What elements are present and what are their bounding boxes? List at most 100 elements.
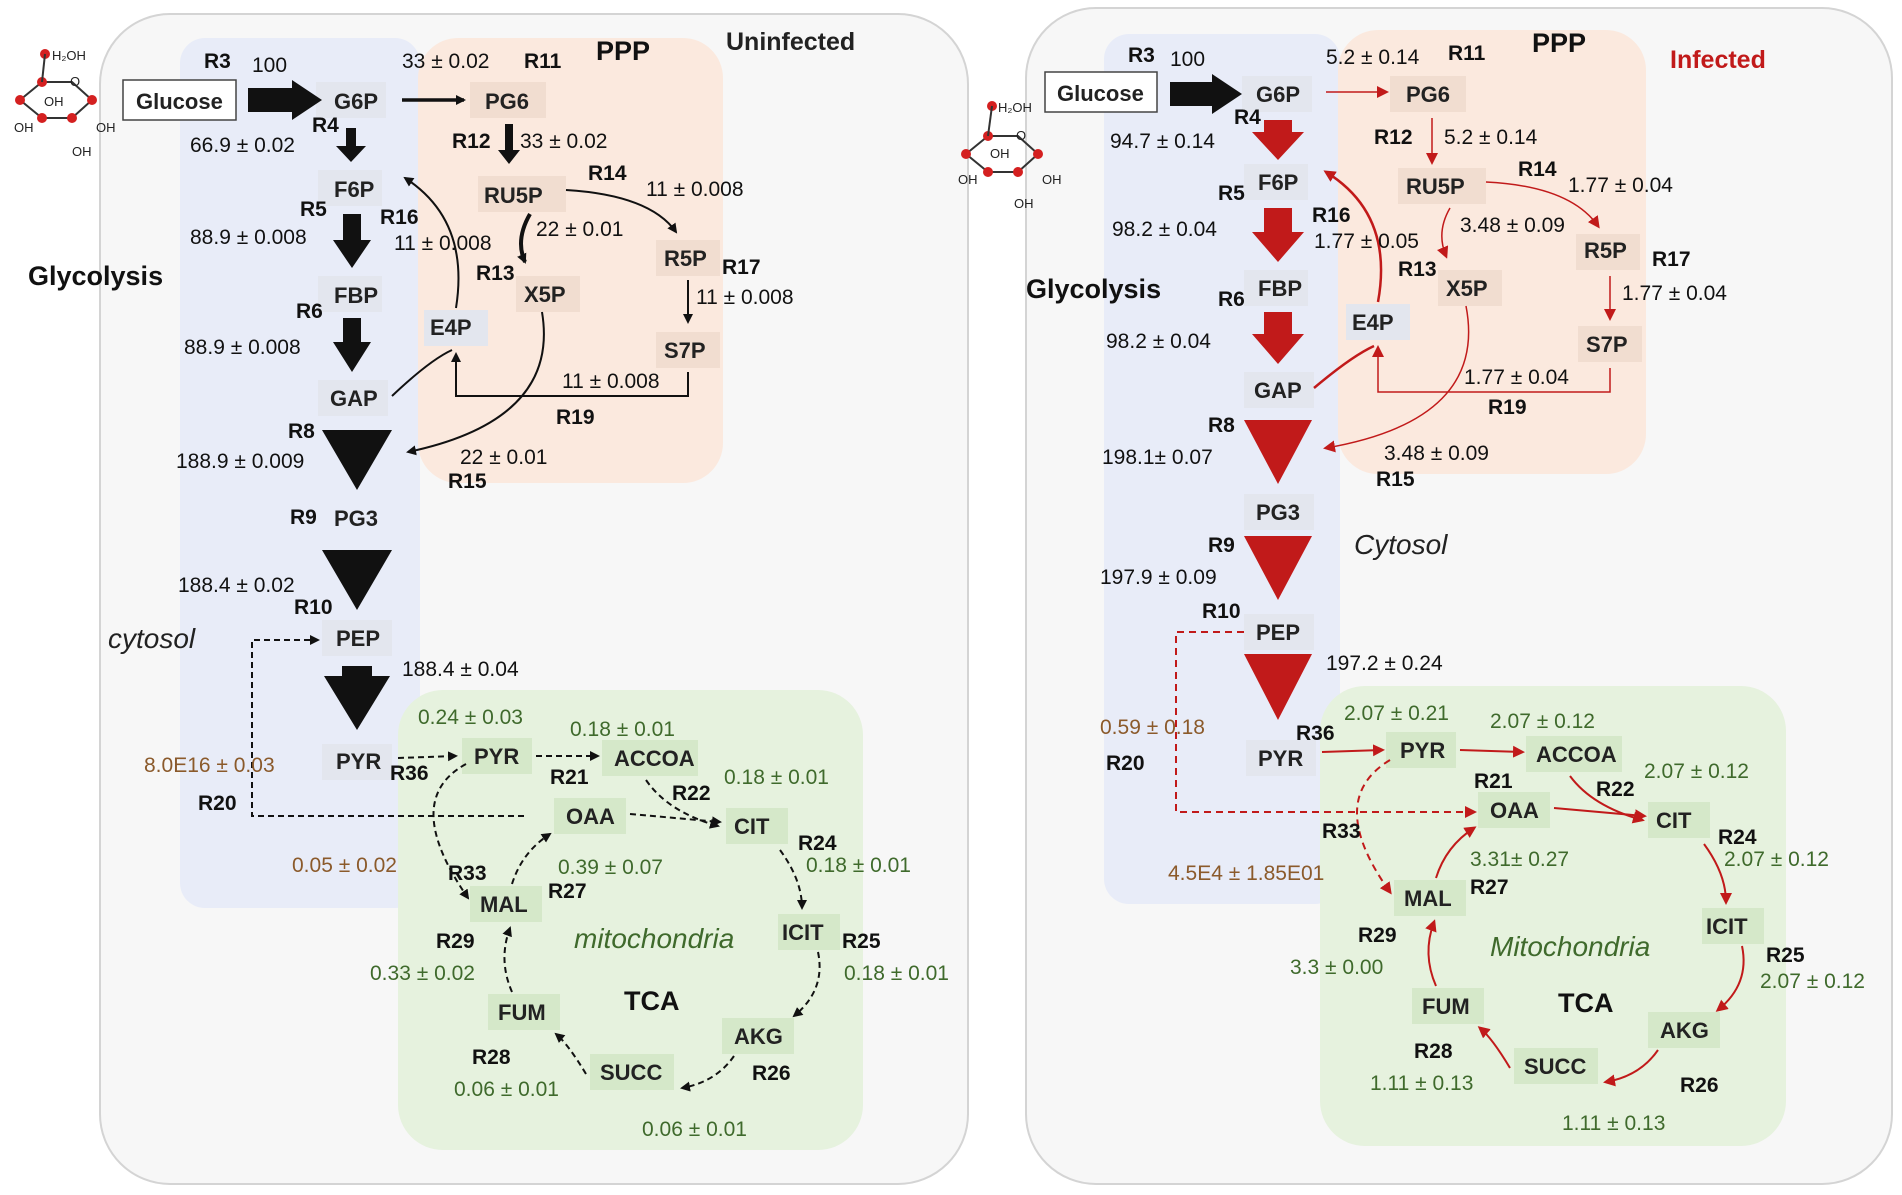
glucose-ch2oh-label: H₂OH <box>52 48 86 63</box>
arrow-r3 <box>1170 74 1242 114</box>
flux-value: 5.2 ± 0.14 <box>1326 46 1420 69</box>
flux-value: 0.18 ± 0.01 <box>724 766 829 789</box>
flux-value: 88.9 ± 0.008 <box>190 226 307 249</box>
flux-value: 188.4 ± 0.02 <box>178 574 295 597</box>
glucose-structure-icon: H₂OH O OH OH OH OH <box>14 48 116 159</box>
arrow-r22 <box>645 779 720 829</box>
reaction-label: R15 <box>1376 468 1415 491</box>
glucose-box <box>122 79 237 121</box>
flux-value: 3.48 ± 0.09 <box>1384 442 1489 465</box>
flux-value: 94.7 ± 0.14 <box>1110 130 1215 153</box>
arrow-r26 <box>1603 1049 1659 1087</box>
arrow-r26 <box>680 1055 735 1092</box>
flux-value: 1.77 ± 0.04 <box>1568 174 1673 197</box>
flux-value: 1.11 ± 0.13 <box>1562 1112 1665 1135</box>
metabolite-ru5p: RU5P <box>484 183 543 208</box>
reaction-label: R24 <box>798 832 837 855</box>
arrow-r29 <box>1425 919 1437 987</box>
arrow-r20 <box>251 635 524 817</box>
metabolite-mal: MAL <box>480 892 528 917</box>
arrow-r19 <box>451 352 689 397</box>
flux-value: 8.0E16 ± 0.03 <box>144 754 275 777</box>
glucose-label: Glucose <box>136 89 223 114</box>
arrow-r20 <box>1175 631 1477 818</box>
glucose-oh-label: OH <box>1014 196 1034 211</box>
glucose-label: Glucose <box>1057 81 1144 106</box>
panel-title: Uninfected <box>726 28 855 56</box>
tca-label: TCA <box>1558 988 1614 1018</box>
flux-value: 0.24 ± 0.03 <box>418 706 523 729</box>
glucose-oh-label: OH <box>72 144 92 159</box>
flux-value: 33 ± 0.02 <box>520 130 607 153</box>
reaction-label: R26 <box>1680 1074 1719 1097</box>
reaction-label: R36 <box>1296 722 1335 745</box>
glycolysis-label: Glycolysis <box>28 261 163 291</box>
reaction-label: R20 <box>1106 752 1145 775</box>
ppp-region <box>418 38 723 483</box>
arrow-r36 <box>1321 744 1385 757</box>
reaction-label: R19 <box>556 406 595 429</box>
metabolite-oaa: OAA <box>566 804 615 829</box>
flux-value: 0.05 ± 0.02 <box>292 854 397 877</box>
reaction-label: R13 <box>1398 258 1437 281</box>
reaction-label: R26 <box>752 1062 791 1085</box>
flux-value: 33 ± 0.02 <box>402 50 489 73</box>
metabolite-icit: ICIT <box>782 920 824 945</box>
flux-value: 11 ± 0.008 <box>646 178 744 201</box>
metabolite-pep: PEP <box>336 626 380 651</box>
metabolite-mal: MAL <box>1404 886 1452 911</box>
flux-value: 100 <box>252 54 287 77</box>
arrow-oaa-cit <box>629 813 722 827</box>
glucose-oh-label: OH <box>958 172 978 187</box>
metabolite-s7p: S7P <box>1586 332 1628 357</box>
arrow-r33 <box>1356 759 1392 895</box>
metabolite-gap: GAP <box>1254 378 1302 403</box>
reaction-label: R22 <box>672 782 711 805</box>
ppp-region <box>1338 30 1646 474</box>
reaction-label: R4 <box>1234 106 1261 129</box>
arrow-gap-e4p <box>391 349 453 397</box>
reaction-label: R10 <box>294 596 333 619</box>
reaction-label: R9 <box>290 506 317 529</box>
metabolite-pg3: PG3 <box>1256 500 1300 525</box>
metabolite-pg6: PG6 <box>485 89 529 114</box>
metabolite-fbp: FBP <box>334 283 378 308</box>
reaction-label: R16 <box>1312 204 1351 227</box>
reaction-label: R20 <box>198 792 237 815</box>
arrow-pyr-accoa <box>1459 745 1525 758</box>
flux-value: 0.18 ± 0.01 <box>806 854 911 877</box>
panel-uninfected: H₂OH O OH OH OH OH Glucose Uninfected PP… <box>14 13 969 1185</box>
flux-value: 0.59 ± 0.18 <box>1100 716 1205 739</box>
flux-value: 2.07 ± 0.12 <box>1490 710 1595 733</box>
metabolite-fbp: FBP <box>1258 276 1302 301</box>
arrow-gap-e4p <box>1313 344 1375 389</box>
reaction-label: R9 <box>1208 534 1235 557</box>
metabolite-pep: PEP <box>1256 620 1300 645</box>
glucose-o-label: O <box>70 74 80 89</box>
arrow-r12 <box>498 124 520 164</box>
metabolite-e4p: E4P <box>1352 310 1394 335</box>
reaction-label: R12 <box>1374 126 1413 149</box>
flux-value: 11 ± 0.008 <box>394 232 492 255</box>
arrow-r15 <box>406 311 545 456</box>
arrow-r14 <box>565 189 678 234</box>
flux-value: 100 <box>1170 48 1205 71</box>
flux-value: 0.18 ± 0.01 <box>844 962 949 985</box>
flux-value: 198.1± 0.07 <box>1102 446 1213 469</box>
reaction-label: R6 <box>1218 288 1245 311</box>
metabolite-fum: FUM <box>1422 994 1470 1019</box>
reaction-label: R21 <box>1474 770 1513 793</box>
reaction-label: R29 <box>1358 924 1397 947</box>
flux-value: 1.77 ± 0.05 <box>1314 230 1419 253</box>
arrow-oaa-cit <box>1553 807 1647 822</box>
arrow-r6 <box>333 318 371 372</box>
reaction-label: R5 <box>1218 182 1245 205</box>
reaction-label: R12 <box>452 130 491 153</box>
metabolite-accoa: ACCOA <box>614 746 695 771</box>
flux-value: 11 ± 0.008 <box>696 286 794 309</box>
arrow-r19 <box>1372 345 1611 393</box>
tca-label: TCA <box>624 986 680 1016</box>
reaction-label: R8 <box>1208 414 1235 437</box>
reaction-label: R3 <box>204 50 231 73</box>
